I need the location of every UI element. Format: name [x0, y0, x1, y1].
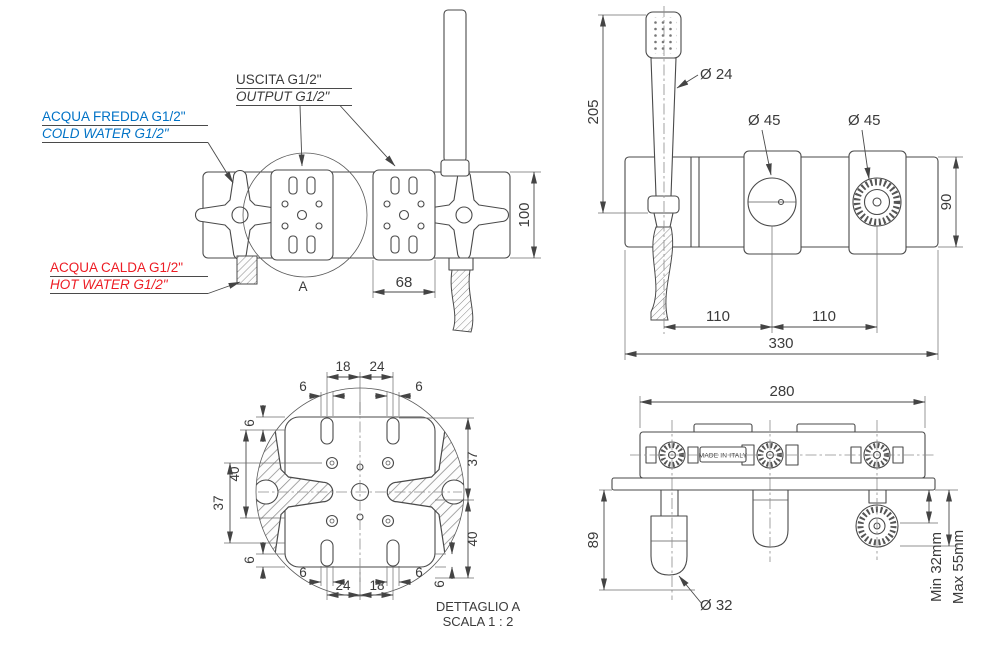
left-knob-diameter-value: Ø 45 [748, 112, 781, 129]
right-cross-handle [418, 169, 510, 261]
detail-top-left-6: 6 [299, 379, 307, 394]
detail-caption: DETTAGLIO A SCALA 1 : 2 [436, 599, 521, 629]
right-knob-diameter-value: Ø 45 [848, 112, 881, 129]
front-view: A 100 68 USCITA G1/2" OUTPUT G1/2" ACQUA… [42, 9, 541, 333]
detail-left-40: 40 [227, 466, 242, 481]
detail-view-a: 18 24 6 6 6 40 37 [211, 359, 521, 629]
handle-diameter-value: Ø 24 [700, 66, 733, 83]
hose-nut [653, 212, 674, 228]
plan-width-value: 280 [769, 383, 794, 400]
detail-a-circle [242, 152, 368, 278]
detail-top-right-6: 6 [415, 379, 423, 394]
right-spacing-value: 110 [812, 308, 836, 325]
plan-width-dimension: 280 [639, 383, 926, 428]
left-mounting-plate [270, 169, 334, 261]
cold-water-label: ACQUA FREDDA G1/2" COLD WATER G1/2" [42, 109, 234, 184]
detail-top-24: 24 [369, 359, 385, 374]
spray-nozzle-grid [650, 17, 677, 54]
temperature-knob [852, 177, 902, 227]
hot-water-label: ACQUA CALDA G1/2" HOT WATER G1/2" [50, 260, 241, 294]
max-depth-value: Max 55mm [950, 530, 967, 604]
cold-water-label-italian: ACQUA FREDDA G1/2" [42, 109, 186, 124]
detail-top-dimensions: 18 24 [326, 359, 394, 416]
made-in-italy-marking: MADE IN ITALY [699, 446, 748, 463]
detail-left-lower-6: 6 [242, 556, 257, 564]
detail-top-slot-width-dimensions: 6 6 [299, 379, 423, 416]
right-knob-diameter-dimension: Ø 45 [848, 112, 881, 180]
min-depth-value: Min 32mm [928, 532, 945, 602]
plan-mixer-lever [752, 489, 789, 548]
hot-water-label-italian: ACQUA CALDA G1/2" [50, 260, 183, 275]
handshower-holder [647, 195, 680, 214]
detail-lower-right-6: 6 [432, 580, 447, 588]
wall-depth-dimensions: Min 32mm Max 55mm [900, 489, 967, 604]
cold-water-cross-handle [194, 169, 286, 261]
cold-water-label-english: COLD WATER G1/2" [42, 126, 170, 141]
detail-bottom-24: 24 [335, 578, 351, 593]
bar-height-value: 90 [938, 194, 955, 211]
output-label-english: OUTPUT G1/2" [236, 89, 331, 104]
detail-left-dimensions: 6 40 37 6 [211, 405, 322, 579]
bar-height-dimension: 90 [938, 156, 963, 248]
detail-bottom-right-6: 6 [415, 565, 423, 580]
elevation-view: 205 Ø 24 Ø 45 Ø 45 90 110 [585, 6, 963, 360]
left-knob-diameter-dimension: Ø 45 [748, 112, 781, 176]
handshower [645, 11, 682, 321]
detail-right-dimensions: 37 40 6 [399, 417, 480, 588]
plan-view: 280 MADE IN ITALY [585, 383, 967, 614]
holder-diameter-dimension: Ø 32 [678, 575, 733, 614]
plate-width-value: 68 [396, 274, 413, 291]
made-in-italy-text: MADE IN ITALY [699, 453, 748, 460]
total-width-dimension: 330 [624, 250, 939, 360]
holder-diameter-value: Ø 32 [700, 597, 733, 614]
right-mounting-plate [372, 169, 436, 261]
plan-wall-plate [611, 477, 936, 491]
front-height-dimension: 100 [510, 171, 541, 259]
flexible-hose [650, 226, 674, 321]
detail-bottom-dimensions: 6 6 24 18 [299, 565, 423, 600]
output-label: USCITA G1/2" OUTPUT G1/2" [236, 72, 396, 167]
detail-left-upper-6: 6 [242, 419, 257, 427]
plan-depth-dimension: 89 [585, 489, 695, 591]
handshower-handle [440, 9, 470, 177]
output-label-italian: USCITA G1/2" [236, 72, 322, 87]
hot-water-connection-nipple [236, 255, 258, 285]
diverter-knob [747, 177, 797, 227]
detail-bottom-18: 18 [369, 578, 384, 593]
plan-depth-value: 89 [585, 532, 602, 549]
detail-top-18: 18 [335, 359, 350, 374]
handshower-hose [448, 257, 474, 333]
handle-diameter-dimension: Ø 24 [676, 66, 733, 89]
handshower-height-dimension: 205 [585, 14, 648, 214]
detail-left-37: 37 [211, 495, 226, 510]
total-width-value: 330 [768, 335, 793, 352]
detail-caption-scale: SCALA 1 : 2 [443, 614, 514, 629]
knob-spacing-dimensions: 110 110 [663, 226, 878, 333]
handshower-height-value: 205 [585, 99, 602, 124]
detail-caption-title: DETTAGLIO A [436, 599, 521, 614]
plan-handshower-holder [650, 489, 688, 576]
detail-a-marker: A [298, 279, 307, 294]
hot-water-label-english: HOT WATER G1/2" [50, 277, 169, 292]
detail-right-37: 37 [465, 451, 480, 466]
front-height-value: 100 [516, 202, 533, 227]
plate-width-dimension: 68 [372, 260, 436, 298]
handshower-grip [650, 57, 677, 197]
detail-bottom-left-6: 6 [299, 565, 307, 580]
detail-right-40: 40 [465, 531, 480, 546]
left-spacing-value: 110 [706, 308, 730, 325]
